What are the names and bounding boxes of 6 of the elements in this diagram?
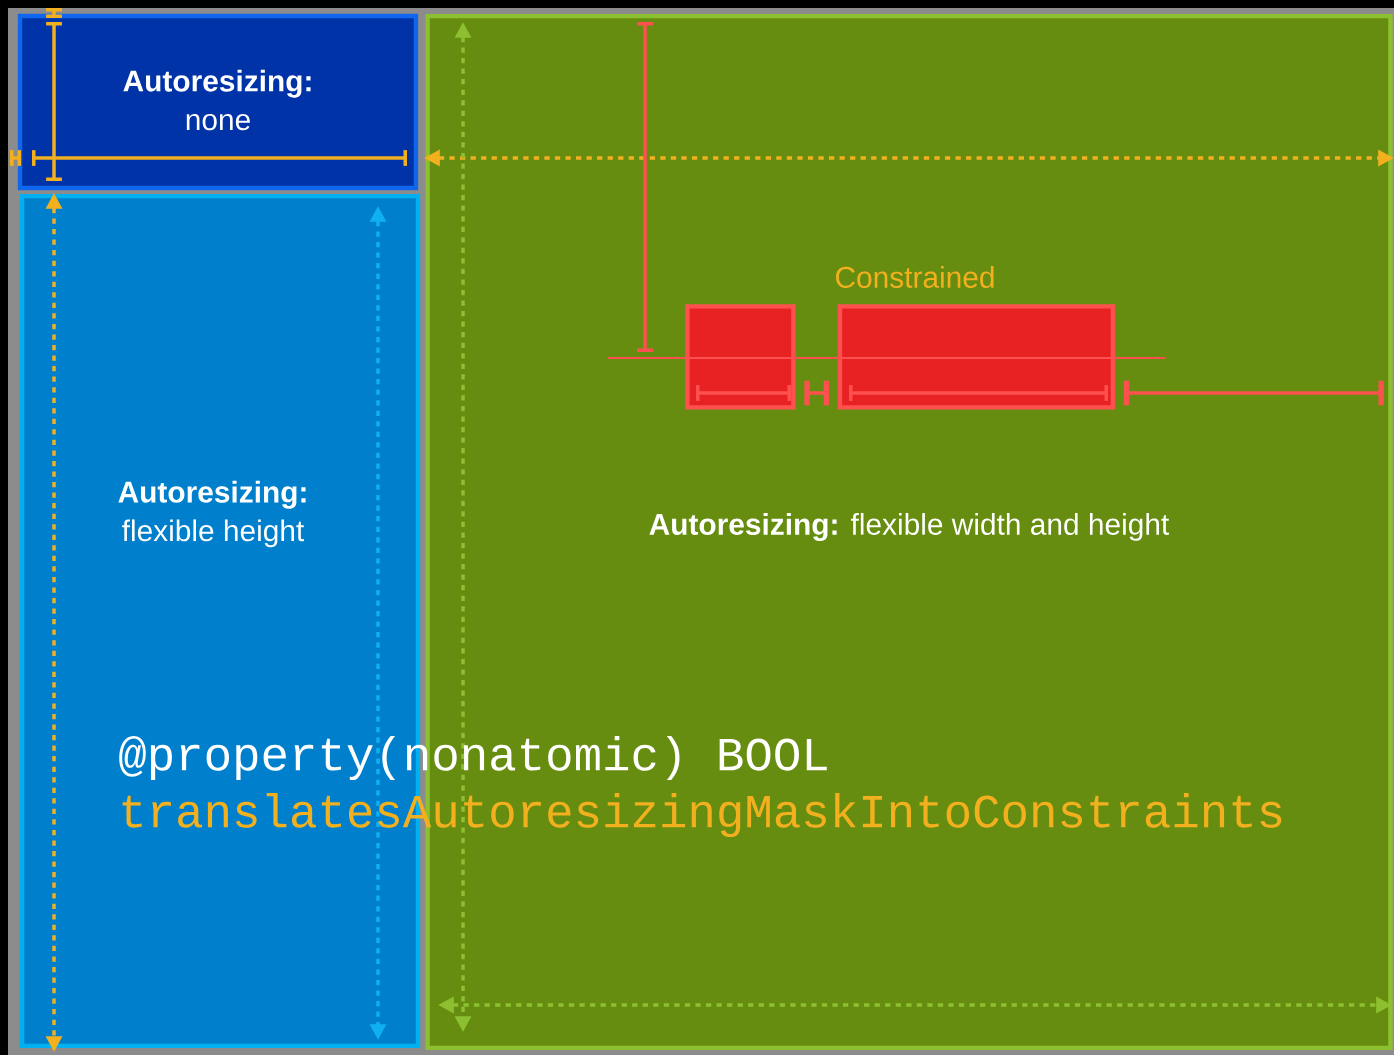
connector	[1123, 380, 1384, 406]
group-label: Constrained	[836, 266, 994, 288]
constraint-box	[685, 304, 796, 410]
panel: Autoresizing: none	[17, 13, 419, 191]
connector	[804, 380, 829, 406]
constraint-box	[837, 304, 1116, 410]
